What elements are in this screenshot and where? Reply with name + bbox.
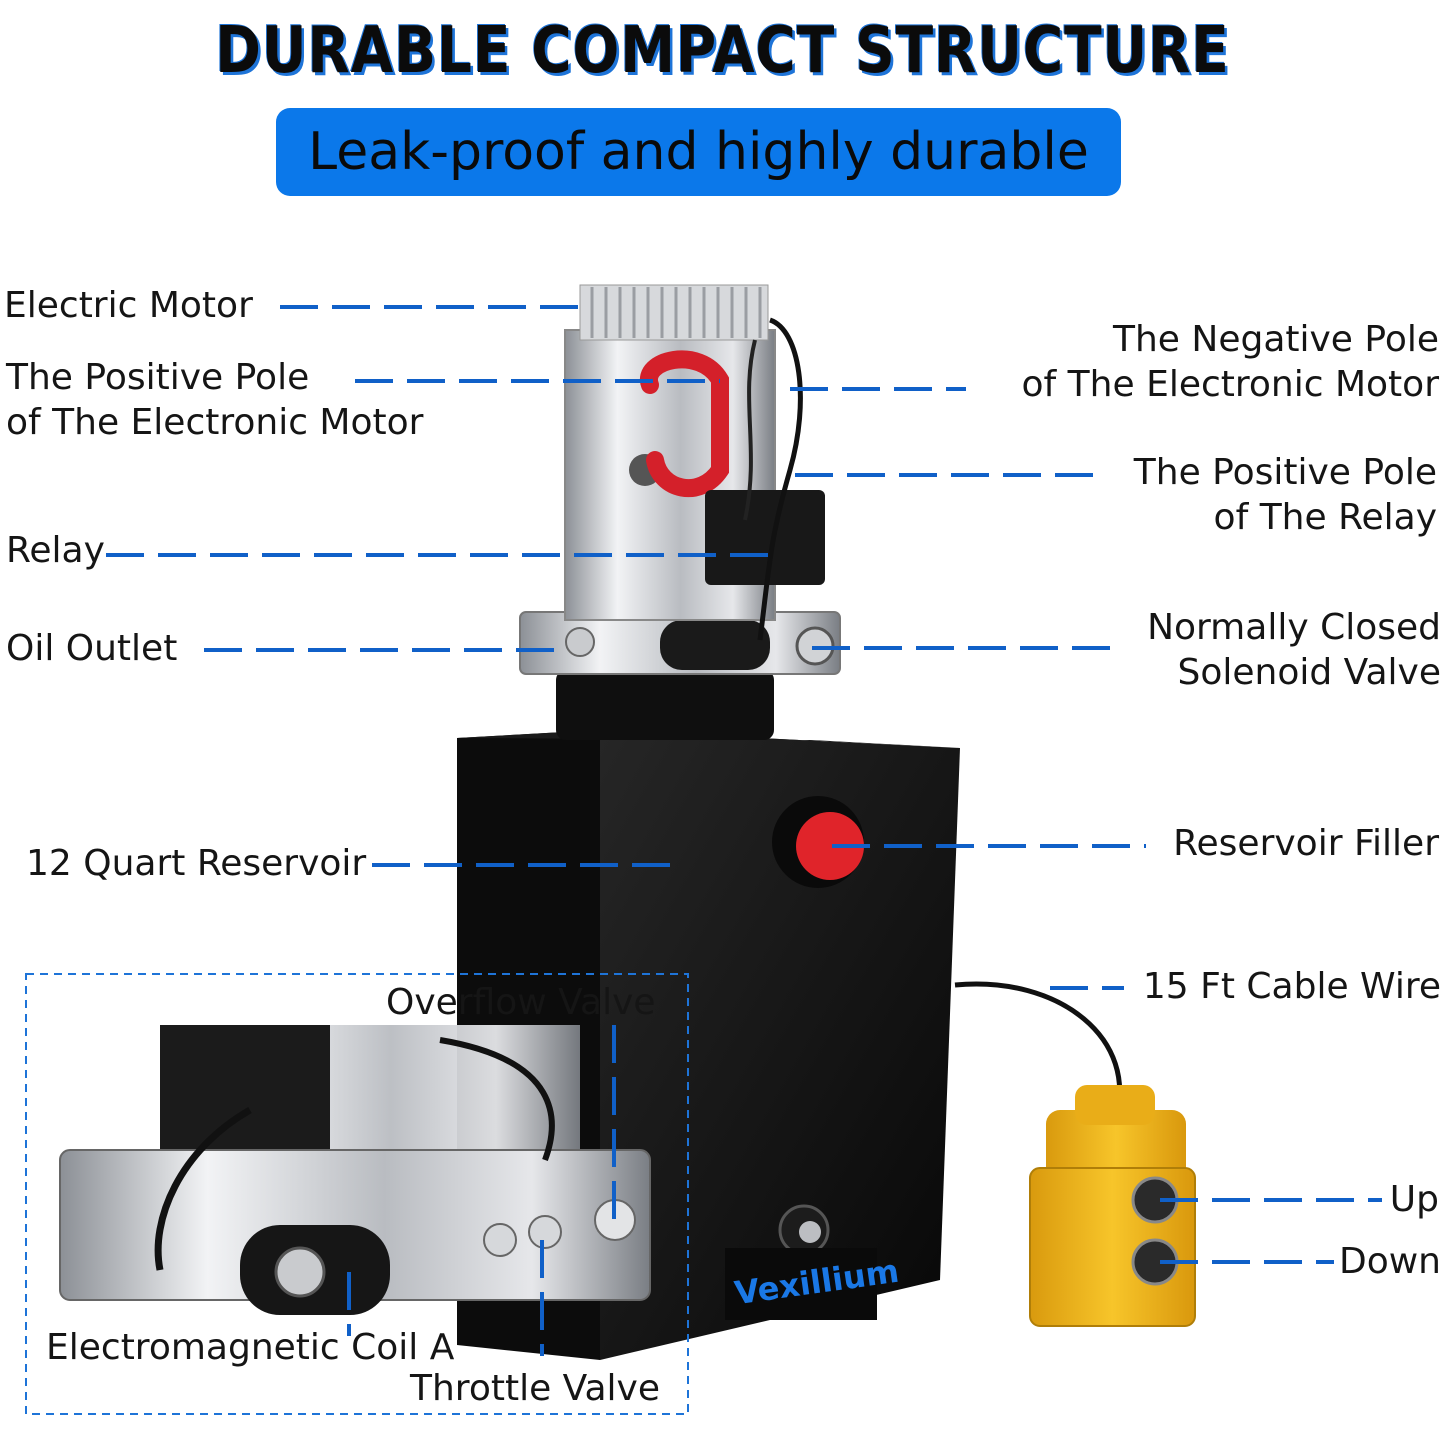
remote-control	[1029, 1085, 1196, 1327]
label-relay: Relay	[6, 530, 105, 571]
drain-plug-center	[799, 1221, 821, 1243]
label-positive-pole-relay-line1: The Positive Pole	[1133, 452, 1437, 493]
reservoir-filler-cap	[772, 796, 864, 888]
leader-lines	[106, 305, 1382, 1356]
inset-detail	[25, 973, 689, 1415]
electric-motor	[564, 284, 825, 641]
label-positive-pole-motor-line1: The Positive Pole	[6, 357, 310, 398]
label-reservoir-filler: Reservoir Filler	[1173, 823, 1439, 864]
label-positive-pole-relay-line2: of The Relay	[1213, 497, 1437, 538]
label-overflow-valve: Overflow Valve	[386, 982, 656, 1023]
label-negative-pole-motor-line1: The Negative Pole	[1112, 319, 1439, 360]
subtitle-banner: Leak-proof and highly durable	[276, 108, 1121, 196]
label-positive-pole-motor-line2: of The Electronic Motor	[6, 402, 424, 443]
label-solenoid-valve-line1: Normally Closed	[1147, 607, 1441, 648]
label-throttle-valve: Throttle Valve	[410, 1368, 661, 1409]
motor-base	[519, 611, 841, 740]
label-down: Down	[1338, 1241, 1441, 1282]
page-title: DURABLE COMPACT STRUCTURE	[215, 14, 1230, 88]
label-electromagnetic-coil: Electromagnetic Coil A	[46, 1327, 455, 1368]
label-solenoid-valve-line2: Solenoid Valve	[1177, 652, 1441, 693]
label-negative-pole-motor-line2: of The Electronic Motor	[1021, 364, 1439, 405]
label-electric-motor: Electric Motor	[4, 285, 253, 326]
brand-plate	[725, 1248, 877, 1320]
label-reservoir: 12 Quart Reservoir	[26, 843, 367, 884]
label-cable-wire: 15 Ft Cable Wire	[1142, 966, 1441, 1007]
label-oil-outlet: Oil Outlet	[6, 628, 178, 669]
label-up: Up	[1389, 1179, 1439, 1220]
